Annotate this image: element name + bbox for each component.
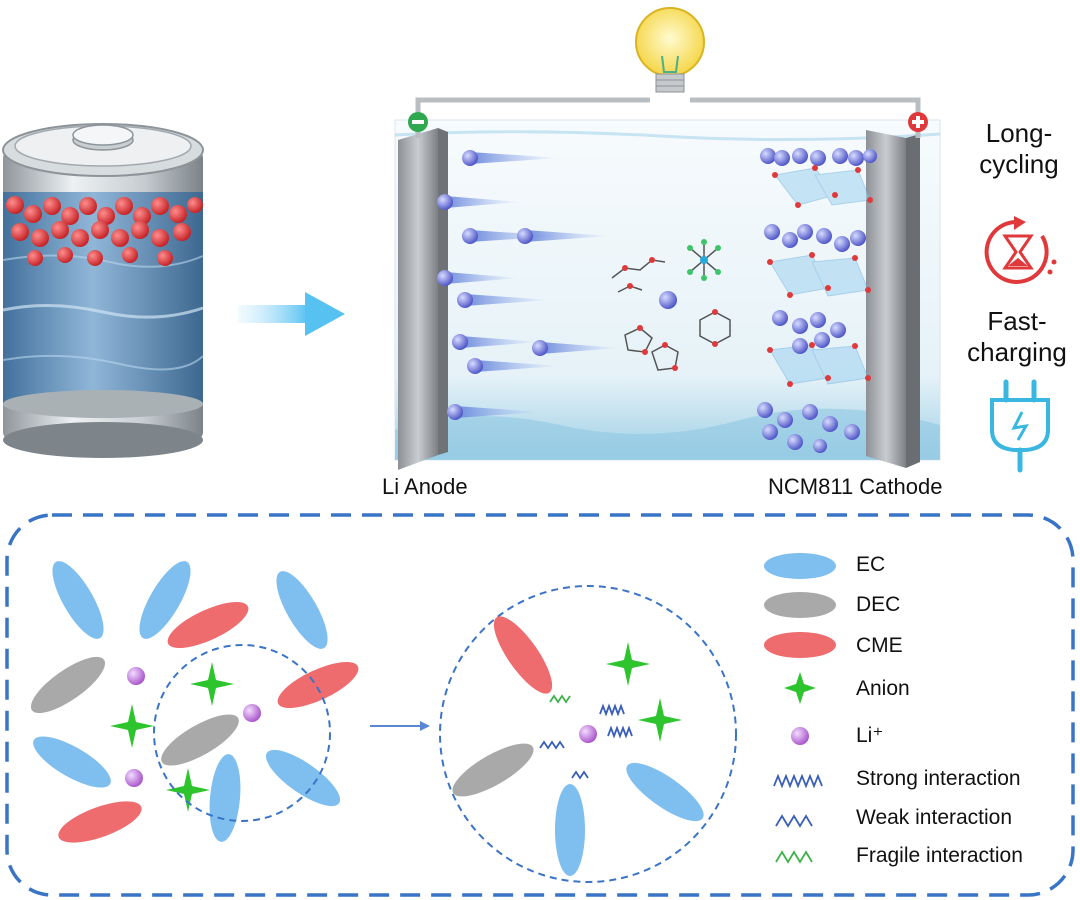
- ec-molecule: [626, 762, 704, 822]
- solvent-molecule-cluster: [611, 239, 731, 371]
- legend-label-weak: Weak interaction: [856, 806, 1013, 829]
- solvation-zoom-circle: [153, 644, 331, 822]
- legend-ec-swatch: [764, 553, 836, 579]
- cylindrical-battery-illustration: [2, 123, 204, 458]
- strong-interaction-wave: [599, 703, 625, 717]
- legend-label-anion: Anion: [856, 677, 910, 700]
- transition-arrow: [238, 292, 345, 336]
- plug-icon: [990, 379, 1050, 473]
- weak-interaction-wave: [571, 770, 589, 780]
- anion-star: [110, 704, 154, 748]
- legend-cme-swatch: [764, 632, 836, 658]
- zoom-arrow: [370, 721, 430, 731]
- hourglass-cycle-icon: [984, 216, 1057, 284]
- feature-long-cycling-label: Long- cycling: [964, 118, 1074, 180]
- feature-fast-charging-text: Fast- charging: [967, 306, 1067, 367]
- ec-molecule: [276, 571, 328, 649]
- bulk-electrolyte-scheme: [30, 561, 359, 843]
- cme-molecule: [493, 616, 553, 694]
- li-anode-plate: [398, 128, 438, 470]
- legend-label-ec: EC: [856, 553, 886, 576]
- anion-star: [190, 662, 234, 706]
- dec-molecule: [452, 743, 534, 797]
- li-ion: [127, 667, 145, 685]
- li-ion: [579, 725, 597, 743]
- cathode-plate: [866, 130, 906, 468]
- cathode-layered-structure: [757, 148, 877, 453]
- feature-fast-charging-label: Fast- charging: [962, 306, 1072, 368]
- ec-molecule: [555, 784, 585, 876]
- cme-molecule: [167, 601, 249, 649]
- ec-molecule: [265, 749, 341, 807]
- li-ion: [125, 769, 143, 787]
- lithium-ion-stream: [437, 150, 620, 420]
- ec-molecule: [52, 561, 104, 639]
- fragile-interaction-wave: [549, 694, 571, 704]
- legend-label-dec: DEC: [856, 593, 901, 616]
- solvation-panel-frame: [5, 513, 1075, 897]
- dec-molecule: [161, 714, 239, 766]
- anion-star: [166, 768, 210, 812]
- legend-weak-swatch: [775, 814, 813, 828]
- ec-molecule: [33, 736, 111, 788]
- legend-label-strong: Strong interaction: [856, 767, 1021, 790]
- ec-molecule: [209, 754, 241, 842]
- anion-star: [638, 698, 682, 742]
- electrochemical-cell: [394, 7, 941, 470]
- feature-long-cycling-text: Long- cycling: [979, 118, 1059, 179]
- dec-molecule: [30, 656, 106, 714]
- legend-strong-swatch: [773, 773, 823, 789]
- legend-anion-swatch: [784, 672, 816, 704]
- legend-symbols: [764, 553, 836, 864]
- cathode-label: NCM811 Cathode: [768, 474, 943, 499]
- weak-interaction-wave: [539, 740, 565, 750]
- cme-molecule: [277, 661, 359, 709]
- legend-label-cme: CME: [856, 634, 903, 657]
- solvation-sheath-circle: [439, 585, 737, 883]
- strong-interaction-wave: [607, 725, 633, 739]
- anode-label: Li Anode: [382, 474, 468, 499]
- legend-label-fragile: Fragile interaction: [856, 844, 1023, 867]
- minus-terminal-icon: [408, 112, 428, 132]
- legend-fragile-swatch: [775, 850, 813, 864]
- legend-dec-swatch: [764, 592, 836, 618]
- anion-star: [606, 642, 650, 686]
- legend-li-swatch: [791, 727, 809, 745]
- red-particle-layer: [6, 196, 203, 266]
- plus-terminal-icon: [908, 112, 928, 132]
- cme-molecule: [58, 801, 142, 843]
- light-bulb-icon: [635, 7, 705, 93]
- li-ion: [243, 704, 261, 722]
- solvation-sheath-scheme: [439, 585, 737, 883]
- ec-molecule: [139, 561, 191, 639]
- legend-label-li: Li⁺: [856, 724, 884, 747]
